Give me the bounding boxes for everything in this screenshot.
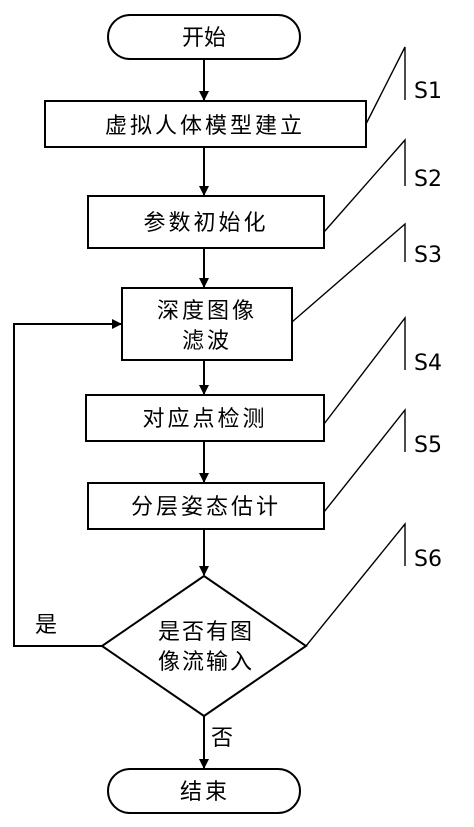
- decision-s6-diamond: 是否有图 像流输入: [100, 574, 308, 718]
- step-s5-text: 分层姿态估计: [131, 495, 281, 520]
- decision-s6-text-line1: 是否有图: [158, 620, 254, 645]
- label-s3: S3: [291, 222, 442, 323]
- start-terminator: 开始: [107, 14, 301, 60]
- label-s6-text: S6: [414, 547, 442, 572]
- step-s4-box: 对应点检测: [85, 394, 325, 442]
- no-label: 否: [211, 726, 233, 751]
- step-s3-text-line1: 深度图像: [157, 299, 257, 324]
- step-s3-text-line2: 滤波: [182, 329, 232, 354]
- step-s2-text: 参数初始化: [143, 211, 268, 236]
- start-label: 开始: [182, 26, 226, 51]
- label-s5-text: S5: [414, 433, 442, 458]
- label-s4: S4: [323, 315, 442, 425]
- label-s1: S1: [365, 46, 442, 125]
- decision-s6-text-line2: 像流输入: [158, 650, 254, 675]
- step-s5-box: 分层姿态估计: [87, 482, 325, 530]
- label-s5: S5: [323, 407, 442, 513]
- label-s2: S2: [323, 138, 442, 233]
- yes-label: 是: [35, 613, 57, 638]
- end-label: 结束: [180, 780, 230, 805]
- step-s1-text: 虚拟人体模型建立: [105, 114, 305, 139]
- step-s4-text: 对应点检测: [142, 407, 267, 432]
- label-s2-text: S2: [414, 167, 442, 192]
- step-s1-box: 虚拟人体模型建立: [44, 100, 367, 148]
- label-s4-text: S4: [414, 351, 442, 376]
- label-s1-text: S1: [414, 79, 442, 104]
- label-s3-text: S3: [414, 243, 442, 268]
- arrow-yes-loop: [13, 319, 122, 647]
- label-s6: S6: [305, 522, 442, 647]
- step-s3-box: 深度图像 滤波: [121, 287, 293, 361]
- step-s2-box: 参数初始化: [87, 195, 325, 249]
- end-terminator: 结束: [107, 768, 301, 814]
